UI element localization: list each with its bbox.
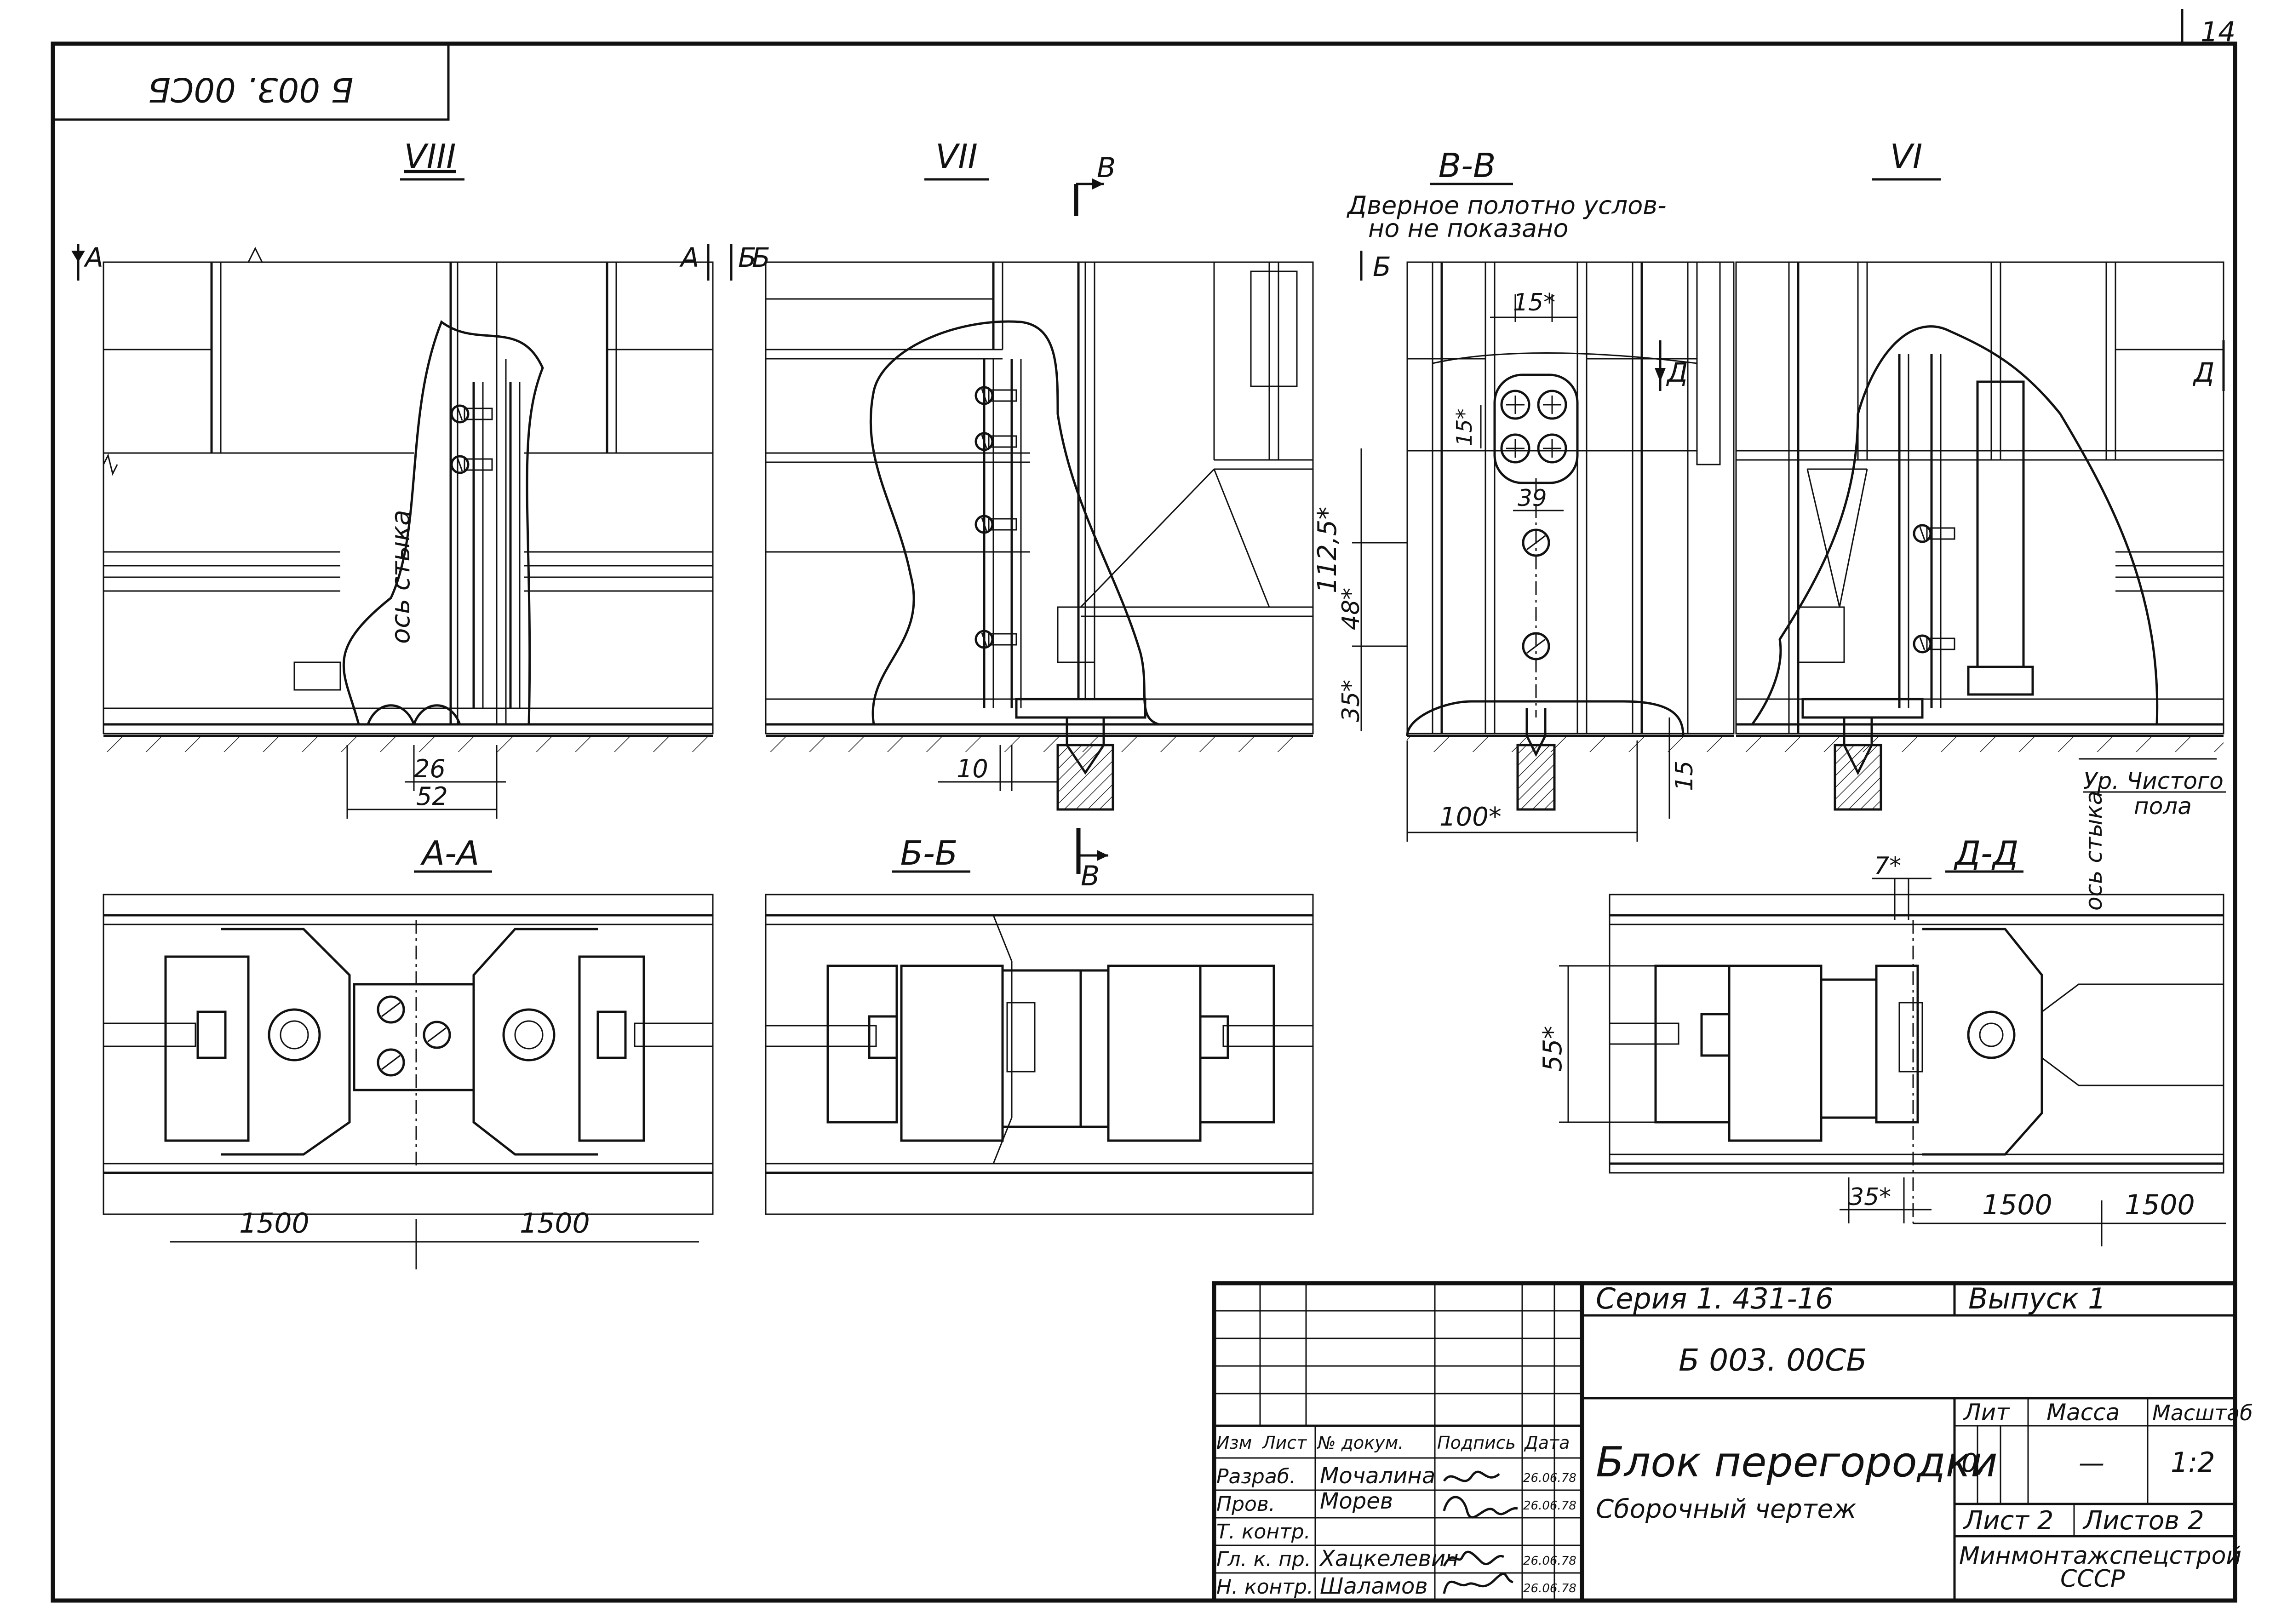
dim-55-star: 55*	[1538, 1026, 1568, 1072]
section-b-marker-right: Б	[752, 242, 770, 273]
section-a-marker-right: А	[679, 242, 699, 273]
section-aa: А-А 1500 1500	[103, 834, 714, 1269]
lit-header: Лит	[1963, 1399, 2010, 1426]
role-norm-control: Н. контр.	[1216, 1575, 1313, 1599]
name-developer: Мочалина	[1320, 1463, 1435, 1489]
col-list: Лист	[1261, 1433, 1307, 1453]
col-doc: № докум.	[1317, 1433, 1404, 1453]
dim-1500-aa-left: 1500	[239, 1207, 310, 1240]
mass-value: —	[2079, 1448, 2104, 1478]
dim-112-5-star: 112,5*	[1313, 507, 1342, 593]
rotated-designation-box	[52, 42, 450, 121]
view-vii: VII В Б	[730, 137, 1314, 892]
role-developer: Разраб.	[1216, 1465, 1296, 1488]
cut-marker-top: В	[1097, 152, 1116, 184]
section-b-marker-vv: Б	[1373, 251, 1391, 282]
name-checker: Морев	[1320, 1488, 1393, 1514]
view-viii: VIII А	[71, 137, 714, 819]
date-checker: 26.06.78	[1523, 1499, 1576, 1513]
section-dd-title: Д-Д	[1954, 834, 2018, 872]
role-tech-control: Т. контр.	[1216, 1520, 1311, 1544]
section-vv-title: В-В	[1439, 146, 1496, 185]
section-vv: В-В Дверное полотно услов- но не показан…	[1313, 146, 1735, 842]
col-izm: Изм	[1216, 1433, 1252, 1453]
door-leaf-note-line2: но не показано	[1368, 214, 1568, 243]
dim-26: 26	[414, 754, 446, 783]
dim-52: 52	[416, 782, 448, 811]
dim-1500-aa-right: 1500	[520, 1207, 590, 1240]
sheet-number: 14	[2201, 16, 2235, 48]
mass-header: Масса	[2046, 1399, 2120, 1426]
series-label: Серия 1. 431-16	[1596, 1282, 1834, 1315]
floor-level-line1: Ур. Чистого	[2083, 768, 2224, 794]
dim-35-star-vertical: 35*	[1337, 680, 1365, 722]
drawing-name: Блок перегородки	[1596, 1438, 1998, 1486]
door-leaf-note-line1: Дверное полотно услов-	[1347, 191, 1667, 220]
signature-chief-engineer	[1443, 1550, 1505, 1567]
dim-1500-dd-left: 1500	[1982, 1189, 2052, 1221]
date-chief-engineer: 26.06.78	[1523, 1554, 1576, 1568]
designation: Б 003. 00СБ	[1679, 1343, 1867, 1378]
organization-line2: СССР	[2060, 1565, 2125, 1593]
cut-marker-bottom: В	[1081, 860, 1100, 892]
signature-checker	[1443, 1496, 1518, 1519]
issue-label: Выпуск 1	[1968, 1282, 2106, 1315]
dim-100-star: 100*	[1439, 802, 1502, 832]
lit-value: 0,	[1961, 1448, 1986, 1478]
rotated-designation: Б 003. 00СБ	[148, 70, 354, 109]
date-norm-control: 26.06.78	[1523, 1582, 1576, 1595]
signature-norm-control	[1443, 1572, 1513, 1594]
section-aa-title: А-А	[420, 834, 480, 872]
col-date: Дата	[1524, 1433, 1570, 1453]
view-vi-label: VI	[1890, 137, 1923, 176]
scale-header: Масштаб	[2152, 1400, 2253, 1425]
name-chief-engineer: Хацкелевич	[1318, 1546, 1459, 1572]
organization-line1: Минмонтажспецстрой	[1959, 1542, 2241, 1570]
role-checker: Пров.	[1216, 1492, 1275, 1516]
view-viii-label: VIII	[404, 137, 456, 176]
view-vii-label: VII	[935, 137, 978, 176]
name-norm-control: Шаламов	[1320, 1573, 1428, 1599]
section-bb: Б-Б	[765, 834, 1314, 1215]
role-chief-engineer: Гл. к. пр.	[1216, 1548, 1311, 1571]
dim-39: 39	[1518, 485, 1547, 511]
joint-axis-label-left: ось стыка	[386, 510, 416, 644]
section-b-marker-left: Б	[738, 242, 757, 273]
section-a-marker-left: А	[83, 242, 103, 273]
floor-level-line2: пола	[2134, 793, 2192, 820]
dim-7-star: 7*	[1874, 852, 1901, 880]
sheets-label: Листов 2	[2082, 1506, 2204, 1536]
joint-axis-label-dd: ось стыка	[2081, 791, 2107, 911]
dim-1500-dd-right: 1500	[2125, 1189, 2195, 1221]
view-vi: VI Д	[1735, 137, 2226, 820]
signature-developer	[1443, 1470, 1500, 1482]
drawing-type: Сборочный чертеж	[1596, 1494, 1856, 1524]
dim-48-star: 48*	[1337, 588, 1365, 630]
scale-value: 1:2	[2171, 1446, 2215, 1479]
date-developer: 26.06.78	[1523, 1471, 1576, 1485]
title-block: Серия 1. 431-16 Выпуск 1 Б 003. 00СБ Бло…	[1212, 1281, 2253, 1603]
dim-35-star-dd: 35*	[1849, 1183, 1891, 1211]
section-bb-title: Б-Б	[900, 834, 958, 872]
dim-10: 10	[957, 754, 988, 783]
section-d-marker-left: Д	[1666, 357, 1688, 388]
dim-15-floor: 15	[1671, 761, 1698, 791]
section-dd: Д-Д ось стыка 7* 55* 35*	[1538, 791, 2226, 1246]
col-sign: Подпись	[1437, 1433, 1516, 1453]
sheet-border	[51, 41, 2237, 1603]
dim-15-star-side: 15*	[1452, 408, 1477, 446]
section-d-marker-right: Д	[2192, 357, 2214, 388]
dim-15-star-top: 15*	[1513, 289, 1555, 316]
sheet-label: Лист 2	[1963, 1506, 2053, 1536]
